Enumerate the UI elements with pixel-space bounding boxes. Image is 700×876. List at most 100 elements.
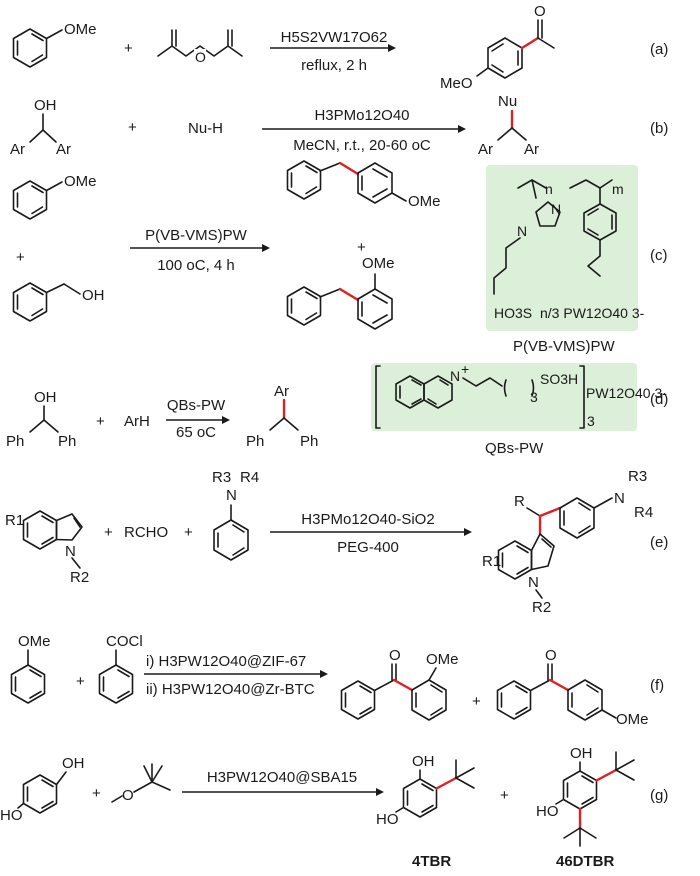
stoichiometry-label: 3 — [587, 413, 595, 429]
reaction-a: OMe + O H5S2VW17O62 reflux, 2 h O MeO (a… — [12, 3, 668, 92]
product-46dtbr: OH HO — [536, 745, 635, 847]
conditions-bottom: reflux, 2 h — [301, 57, 367, 74]
m-subscript: m — [612, 181, 624, 197]
mtbe: O — [111, 763, 171, 804]
oh-label: OH — [34, 97, 57, 114]
ome-label: OMe — [616, 711, 649, 728]
ome-label: OMe — [362, 255, 395, 272]
catalyst-box-qbspw: N + 3 SO3H PW12O40 3- 3 — [371, 361, 667, 431]
oxygen-label: O — [195, 49, 206, 65]
plus-sign: + — [500, 787, 509, 804]
plus-sign: + — [357, 239, 366, 256]
compound-name-4tbr: 4TBR — [412, 853, 451, 870]
resorcinol: OH HO — [0, 755, 85, 824]
product-ortho-methoxybenzophenone: O OMe — [340, 647, 459, 721]
conditions-top: P(VB-VMS)PW — [145, 227, 248, 244]
ho-label: HO — [0, 807, 23, 824]
acetic-anhydride: O — [157, 29, 243, 65]
conditions-bottom: 65 oC — [176, 424, 216, 441]
conditions-bottom: 100 oC, 4 h — [157, 257, 235, 274]
compound-name-46dtbr: 46DTBR — [556, 853, 615, 870]
diaryl-methanol: OH Ar Ar — [10, 97, 71, 158]
catalyst-caption: QBs-PW — [485, 440, 544, 457]
benzoyl-chloride: COCl — [98, 633, 143, 704]
product-para-methoxydiphenylmethane: OMe — [286, 160, 441, 210]
ar-label: Ar — [524, 141, 539, 158]
conditions-top: H3PMo12O40 — [314, 107, 409, 124]
label-e: (e) — [650, 534, 668, 551]
conditions-bottom: MeCN, r.t., 20-60 oC — [293, 137, 431, 154]
indole-n: N — [528, 574, 539, 591]
r3-label: R3 — [628, 468, 647, 485]
ome-label: OMe — [408, 193, 441, 210]
nu-label: Nu — [498, 93, 517, 110]
ph-label: Ph — [58, 433, 76, 450]
meo-label: MeO — [440, 75, 473, 92]
plus-sign: + — [76, 673, 85, 690]
sulfonate-label: HO3S — [494, 305, 532, 321]
r1-label: R1 — [482, 553, 501, 570]
conditions-top: QBs-PW — [167, 397, 226, 414]
ar-label: Ar — [10, 141, 25, 158]
polyoxometalate-label: n/3 PW12O40 3- — [540, 305, 645, 321]
anisole: OMe — [12, 21, 97, 68]
positive-charge: + — [461, 361, 469, 377]
plus-sign: + — [184, 524, 193, 541]
r4-label: R4 — [240, 469, 259, 486]
anisole: OMe — [10, 633, 51, 704]
carbonyl-o-label: O — [389, 647, 401, 664]
benzyl-alcohol: OH — [12, 282, 105, 322]
ho-label: HO — [536, 803, 559, 820]
plus-sign: + — [124, 40, 133, 57]
ar-label: Ar — [274, 383, 289, 400]
reaction-b: OH Ar Ar + Nu-H H3PMo12O40 MeCN, r.t., 2… — [10, 93, 668, 158]
carbonyl-o-label: O — [534, 3, 546, 20]
plus-sign: + — [96, 413, 105, 430]
ome-label: OMe — [18, 633, 51, 650]
ar-label: Ar — [56, 141, 71, 158]
label-g: (g) — [650, 787, 668, 804]
r-label: R — [514, 493, 525, 510]
reaction-c: OMe + OH P(VB-VMS)PW 100 oC, 4 h OMe + — [12, 160, 668, 355]
product-para-methoxybenzophenone: O OMe — [496, 647, 649, 728]
plus-sign: + — [16, 249, 25, 266]
cocl-label: COCl — [106, 633, 143, 650]
benzhydrol: OH Ph Ph — [6, 389, 76, 450]
aniline-n: N — [226, 487, 237, 504]
ph-label: Ph — [300, 433, 318, 450]
reaction-d: OH Ph Ph + ArH QBs-PW 65 oC Ar Ph Ph — [6, 361, 668, 457]
ome-label: OMe — [64, 21, 97, 38]
conditions-top: H5S2VW17O62 — [281, 29, 388, 46]
r4-label: R4 — [634, 504, 653, 521]
arene-label: ArH — [124, 413, 150, 430]
product-4tbr: OH HO — [376, 753, 475, 828]
conditions-top: i) H3PW12O40@ZIF-67 — [146, 653, 306, 670]
ar-label: Ar — [478, 141, 493, 158]
indole: R1 N R2 — [5, 510, 89, 586]
plus-sign: + — [472, 693, 481, 710]
r3-label: R3 — [212, 469, 231, 486]
r2-label: R2 — [70, 569, 89, 586]
label-f: (f) — [650, 677, 664, 694]
product-e: R N R3 R4 R1 N R2 — [482, 468, 653, 616]
oh-label: OH — [412, 753, 435, 770]
imidazolium-n: N — [551, 201, 561, 217]
oh-label: OH — [62, 755, 85, 772]
product-b: Nu Ar Ar — [478, 93, 539, 158]
imidazolium-n: N — [517, 223, 527, 239]
label-a: (a) — [650, 41, 668, 58]
ph-label: Ph — [6, 433, 24, 450]
reaction-f: OMe + COCl i) H3PW12O40@ZIF-67 ii) H3PW1… — [10, 633, 664, 728]
oh-label: OH — [34, 389, 57, 406]
oh-label: OH — [570, 745, 593, 762]
aniline-n: N — [614, 490, 625, 507]
label-c: (c) — [650, 247, 668, 264]
conditions-bottom: PEG-400 — [337, 539, 399, 556]
reaction-e: R1 N R2 + RCHO + R3 N R4 H3PMo12O40-SiO2… — [5, 468, 668, 616]
ph-label: Ph — [246, 433, 264, 450]
aldehyde-label: RCHO — [124, 524, 168, 541]
conditions-top: H3PMo12O40-SiO2 — [301, 511, 434, 528]
reaction-g: OH HO + O H3PW12O40@SBA15 OH HO — [0, 745, 668, 870]
r2-label: R2 — [532, 599, 551, 616]
ether-o-label: O — [122, 787, 134, 804]
